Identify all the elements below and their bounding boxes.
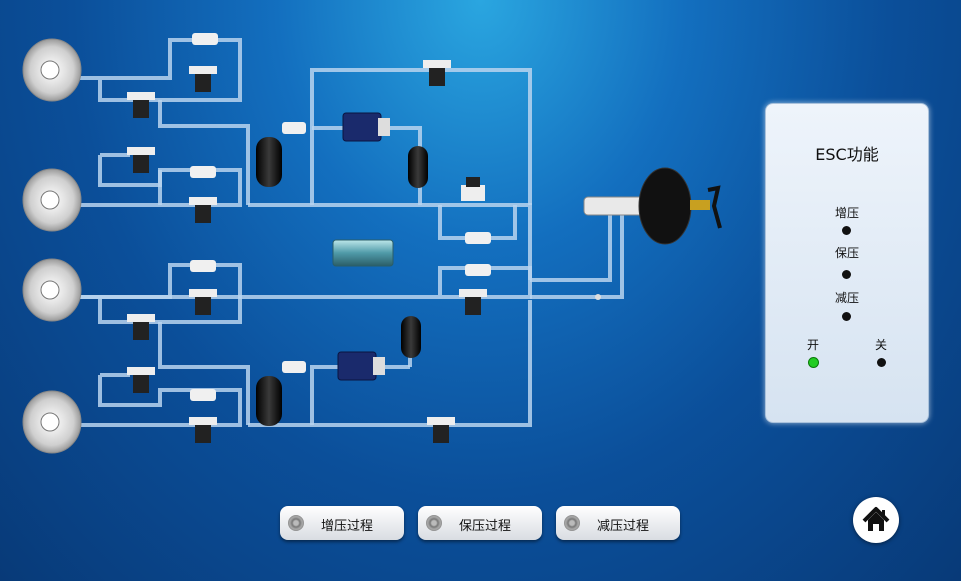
wheel-front-left	[22, 38, 82, 102]
mode-label-increase: 增压	[834, 206, 859, 220]
mode-indicator-decrease	[842, 312, 851, 321]
brake-booster	[583, 167, 722, 300]
home-button[interactable]	[853, 497, 899, 543]
mode-label-hold: 保压	[834, 246, 859, 260]
wheel-rear-right	[22, 390, 82, 454]
disc-icon	[426, 515, 442, 531]
mode-indicator-increase	[842, 226, 851, 235]
switch-off-label: 关	[875, 338, 888, 352]
wheel-front-right	[22, 168, 82, 232]
esc-function-panel: ESC功能 增压 保压 减压 开 关	[765, 103, 929, 423]
hold-process-button[interactable]: 保压过程	[418, 506, 542, 540]
pump-motor	[332, 239, 394, 267]
solenoid-valves	[127, 33, 491, 443]
increase-process-label: 增压过程	[320, 519, 373, 534]
disc-icon	[288, 515, 304, 531]
accumulators	[256, 137, 428, 426]
switch-on-indicator[interactable]	[808, 357, 819, 368]
home-icon	[862, 507, 890, 531]
wheel-rear-left	[22, 258, 82, 322]
mode-indicator-hold	[842, 270, 851, 279]
panel-title: ESC功能	[815, 145, 879, 164]
increase-process-button[interactable]: 增压过程	[280, 506, 404, 540]
pipe-network	[80, 38, 624, 427]
switch-on-label: 开	[807, 338, 820, 352]
decrease-process-label: 减压过程	[596, 519, 649, 534]
disc-icon	[564, 515, 580, 531]
decrease-process-button[interactable]: 减压过程	[556, 506, 680, 540]
mode-label-decrease: 减压	[834, 291, 859, 305]
hold-process-label: 保压过程	[458, 519, 511, 534]
switch-off-indicator[interactable]	[877, 358, 886, 367]
pumps	[337, 112, 390, 381]
